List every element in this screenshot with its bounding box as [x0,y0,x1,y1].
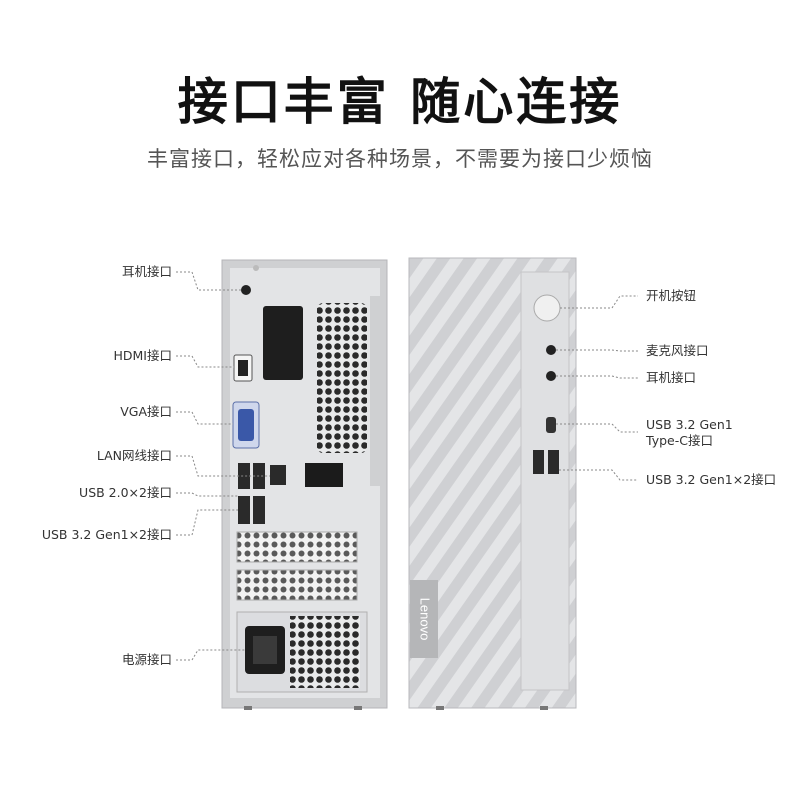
expansion-slot-2 [236,569,358,601]
psu-vent [290,616,360,688]
label-rear-headphone: 耳机接口 [121,264,172,279]
brand-logo: Lenovo [418,598,433,641]
rear-usb32-port-2 [253,496,265,524]
front-leader-lines [556,295,638,481]
front-io-strip [520,271,570,691]
rear-lan-port [270,465,286,485]
rear-headphone-jack [241,285,251,295]
label-front-power-button: 开机按钮 [646,288,697,303]
expansion-slot-1 [236,531,358,563]
rear-leader-lines [176,271,270,661]
label-rear-usb2: USB 2.0×2接口 [79,485,172,500]
rear-fan-vent [317,303,367,453]
label-rear-power: 电源接口 [121,652,172,667]
logo-strip [410,580,438,658]
rear-usb32-port-1 [238,496,250,524]
rear-vga-port [238,409,254,441]
label-rear-lan: LAN网线接口 [96,448,172,463]
front-usb32-port-1 [533,450,544,474]
page-subtitle: 丰富接口，轻松应对各种场景，不需要为接口少烦恼 [147,147,653,171]
front-usb32-port-2 [548,450,559,474]
label-front-headphone: 耳机接口 [646,370,697,385]
rear-black-block [263,306,303,380]
label-front-mic: 麦克风接口 [646,343,709,358]
front-headphone-jack [546,371,556,381]
rear-hdmi-port [238,360,248,376]
label-front-usbc-line1: USB 3.2 Gen1 [646,417,733,432]
label-front-usb32: USB 3.2 Gen1×2接口 [646,472,777,487]
rear-usb2-port-1 [238,463,250,489]
label-rear-usb32: USB 3.2 Gen1×2接口 [41,527,172,542]
power-button[interactable] [533,294,561,322]
front-chassis: Lenovo [408,257,577,710]
front-usbc-port [546,417,556,433]
label-rear-hdmi: HDMI接口 [113,348,173,363]
rear-chassis [221,259,388,710]
front-mic-jack [546,345,556,355]
label-rear-vga: VGA接口 [120,404,172,419]
page-title: 接口丰富 随心连接 [177,73,623,131]
label-front-usbc-line2: Type-C接口 [646,433,713,448]
